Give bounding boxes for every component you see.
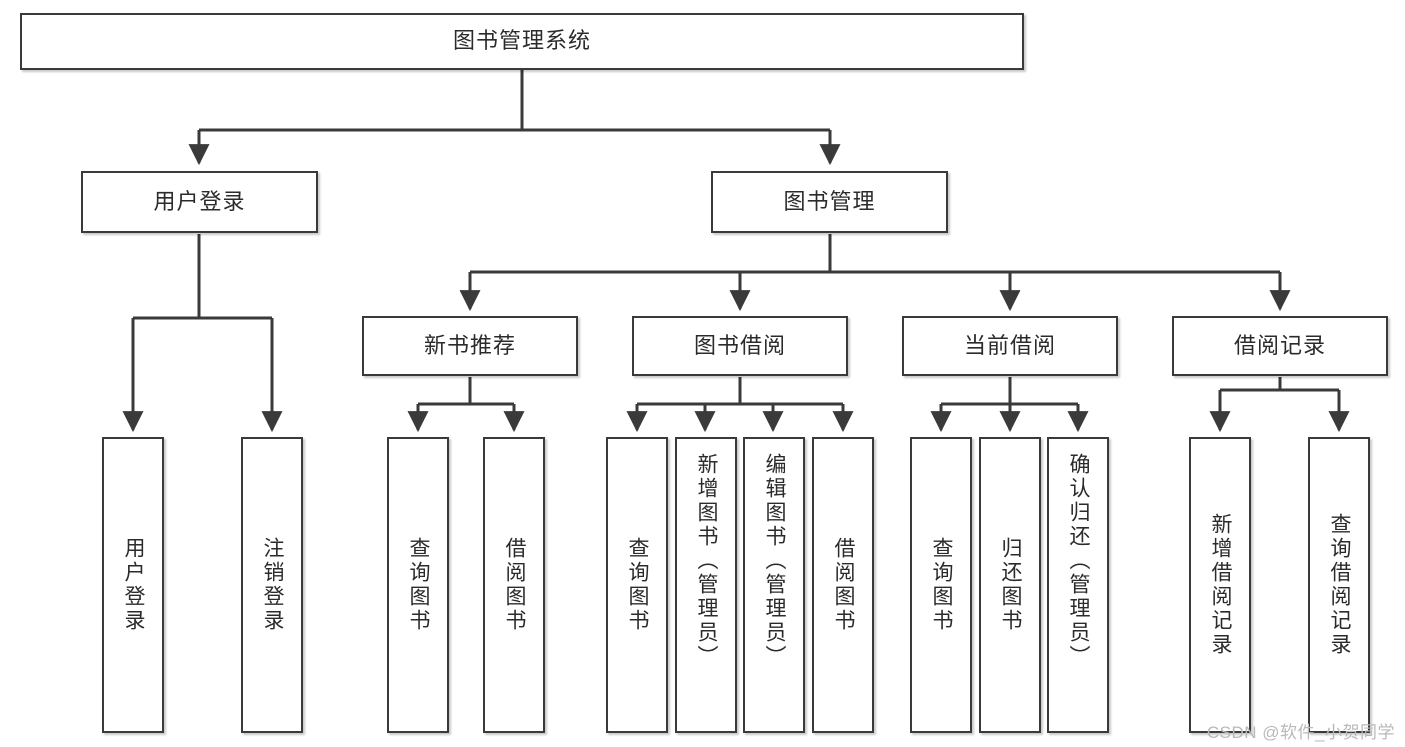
leaf-record-add[interactable]: 新增借阅记录 xyxy=(1189,437,1251,733)
leaf-borrow-query-book-label: 查询图书 xyxy=(626,537,650,633)
node-user-login[interactable]: 用户登录 xyxy=(81,171,318,233)
leaf-current-confirm-return[interactable]: 确认归还（管理员） xyxy=(1047,437,1109,733)
leaf-record-query-label: 查询借阅记录 xyxy=(1328,513,1352,657)
node-book-borrow-label: 图书借阅 xyxy=(693,332,786,358)
leaf-borrow-query-book[interactable]: 查询图书 xyxy=(606,437,668,733)
node-borrow-record-label: 借阅记录 xyxy=(1233,332,1326,358)
node-current-borrow-label: 当前借阅 xyxy=(963,332,1056,358)
leaf-current-return-book[interactable]: 归还图书 xyxy=(979,437,1041,733)
leaf-logout[interactable]: 注销登录 xyxy=(241,437,303,733)
leaf-current-confirm-return-label: 确认归还（管理员） xyxy=(1067,453,1091,669)
leaf-newbook-borrow-book-label: 借阅图书 xyxy=(503,537,527,633)
leaf-record-query[interactable]: 查询借阅记录 xyxy=(1308,437,1370,733)
leaf-borrow-edit-book-label: 编辑图书（管理员） xyxy=(763,453,787,669)
node-book-manage[interactable]: 图书管理 xyxy=(711,171,948,233)
leaf-user-login-label: 用户登录 xyxy=(122,537,146,633)
node-new-book-recommend-label: 新书推荐 xyxy=(423,332,516,358)
leaf-borrow-edit-book[interactable]: 编辑图书（管理员） xyxy=(743,437,805,733)
leaf-newbook-query-book[interactable]: 查询图书 xyxy=(387,437,449,733)
node-root-label: 图书管理系统 xyxy=(452,28,591,54)
leaf-newbook-borrow-book[interactable]: 借阅图书 xyxy=(483,437,545,733)
node-new-book-recommend[interactable]: 新书推荐 xyxy=(362,316,578,376)
leaf-borrow-add-book[interactable]: 新增图书（管理员） xyxy=(675,437,737,733)
node-book-manage-label: 图书管理 xyxy=(783,188,876,214)
leaf-newbook-query-book-label: 查询图书 xyxy=(407,537,431,633)
leaf-record-add-label: 新增借阅记录 xyxy=(1209,513,1233,657)
node-book-borrow[interactable]: 图书借阅 xyxy=(632,316,848,376)
leaf-current-return-book-label: 归还图书 xyxy=(999,537,1023,633)
leaf-current-query-book-label: 查询图书 xyxy=(930,537,954,633)
node-root[interactable]: 图书管理系统 xyxy=(20,13,1024,70)
csdn-watermark: CSDN @软件_小贺同学 xyxy=(1206,723,1395,742)
leaf-borrow-lend-book[interactable]: 借阅图书 xyxy=(812,437,874,733)
leaf-borrow-lend-book-label: 借阅图书 xyxy=(832,537,856,633)
leaf-user-login[interactable]: 用户登录 xyxy=(102,437,164,733)
node-borrow-record[interactable]: 借阅记录 xyxy=(1172,316,1388,376)
leaf-current-query-book[interactable]: 查询图书 xyxy=(910,437,972,733)
node-current-borrow[interactable]: 当前借阅 xyxy=(902,316,1118,376)
leaf-borrow-add-book-label: 新增图书（管理员） xyxy=(695,453,719,669)
leaf-logout-label: 注销登录 xyxy=(261,537,285,633)
node-user-login-label: 用户登录 xyxy=(153,188,246,214)
